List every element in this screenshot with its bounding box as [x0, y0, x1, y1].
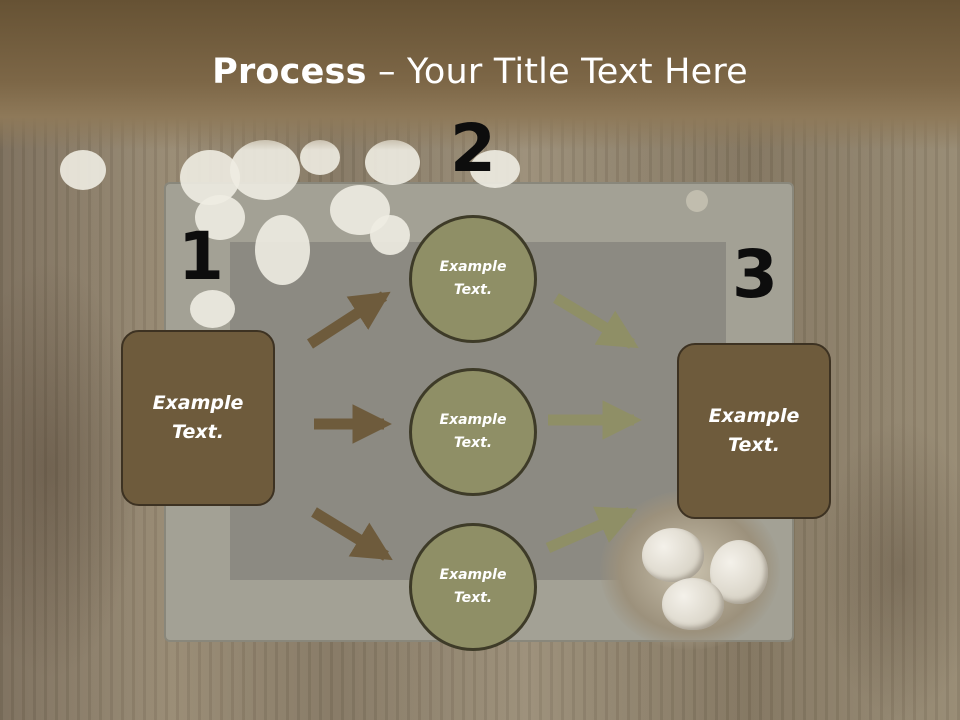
- title-band: [0, 0, 960, 150]
- wood-knot: [0, 260, 140, 680]
- step-circle-middle: Example Text.: [409, 368, 537, 496]
- step-box-label: Example Text.: [152, 392, 244, 443]
- circle-label: Example Text.: [439, 259, 507, 298]
- step-circle-bottom: Example Text.: [409, 523, 537, 651]
- egg: [642, 528, 704, 582]
- step-box-label: Example Text.: [708, 405, 800, 456]
- circle-label: Example Text.: [439, 567, 507, 606]
- slide-title: Process – Your Title Text Here: [0, 52, 960, 92]
- step-circle-top: Example Text.: [409, 215, 537, 343]
- title-bold: Process: [212, 52, 367, 92]
- wood-knot: [820, 420, 960, 720]
- arrow-right-up: [553, 293, 639, 349]
- step-number-1: 1: [178, 218, 224, 295]
- step-box-1: Example Text.: [121, 330, 275, 506]
- title-rest: – Your Title Text Here: [366, 52, 748, 92]
- arrow-left-up: [307, 291, 391, 349]
- arrow-right-down: [545, 506, 638, 554]
- step-number-2: 2: [450, 110, 496, 187]
- step-box-3: Example Text.: [677, 343, 831, 519]
- step-number-3: 3: [732, 236, 778, 313]
- egg: [662, 578, 724, 630]
- arrow-left-down: [311, 507, 393, 561]
- circle-label: Example Text.: [439, 412, 507, 451]
